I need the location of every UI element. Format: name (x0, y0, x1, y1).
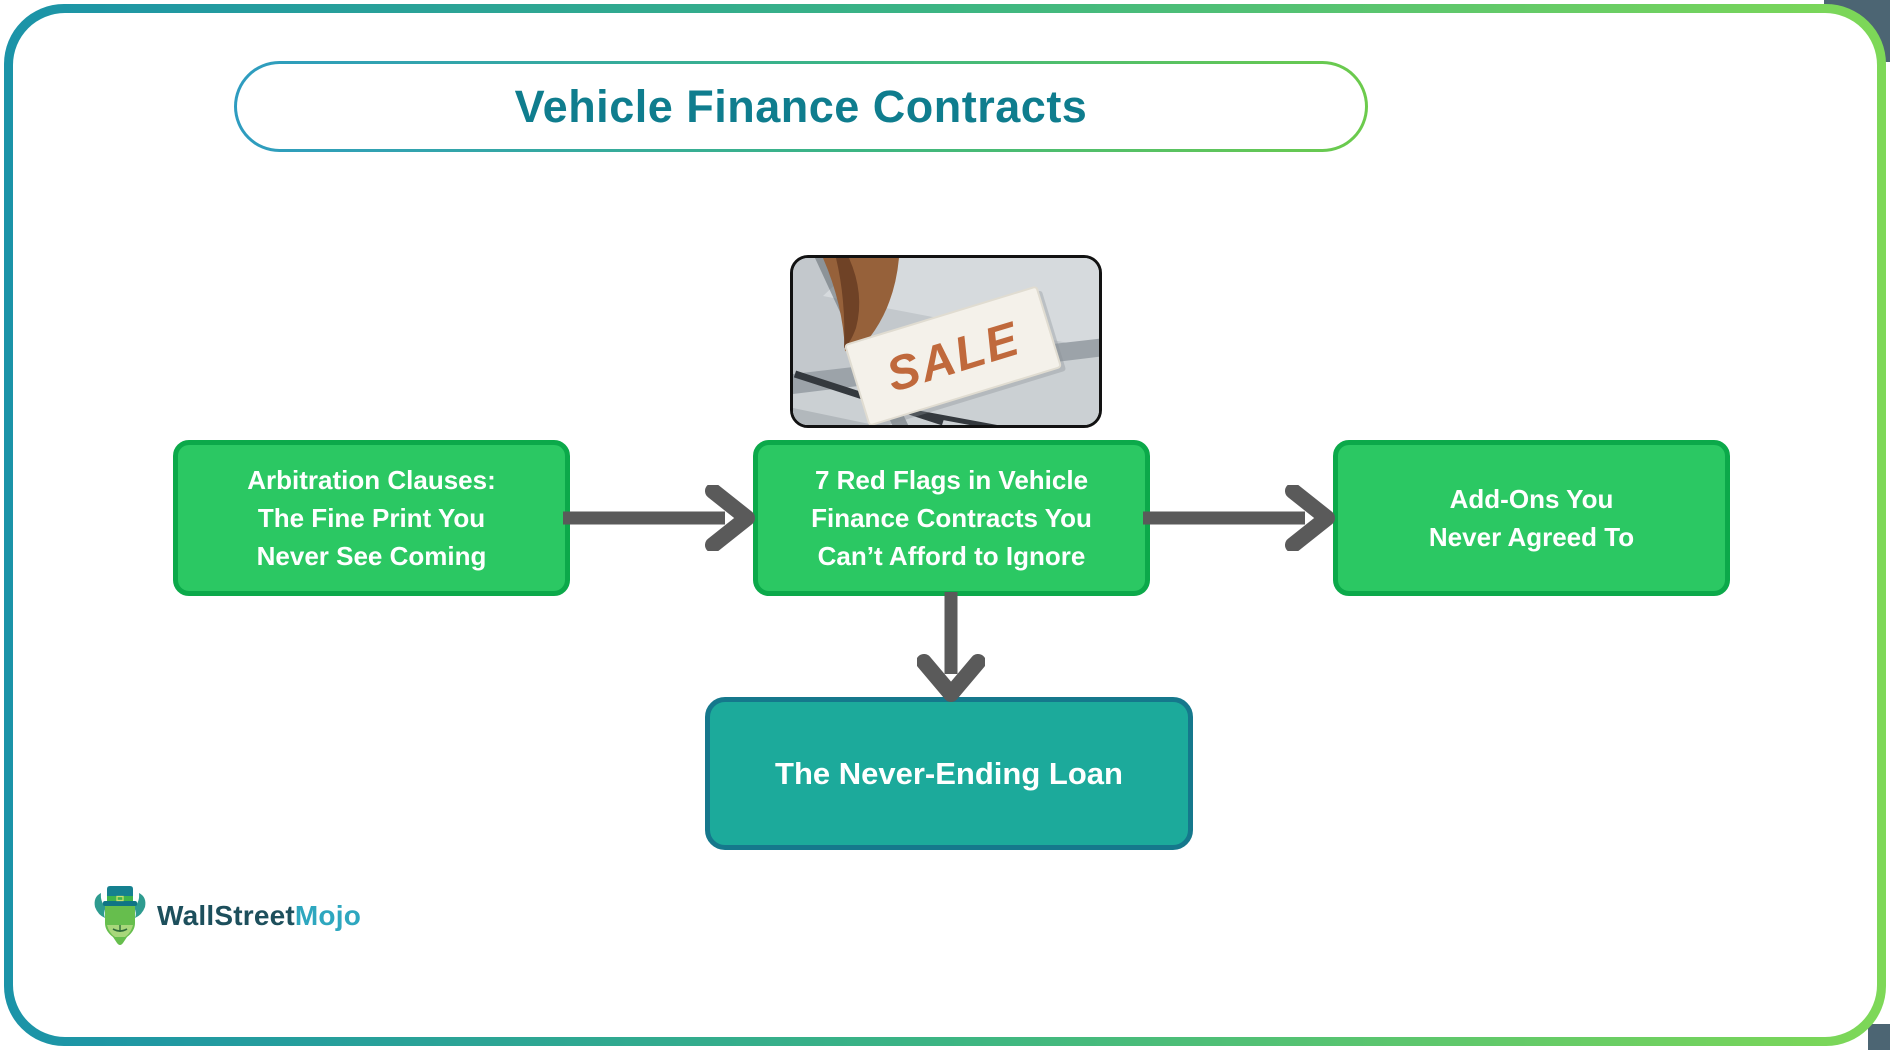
car-sale-photo: SALE (790, 255, 1102, 428)
node-text-line: Arbitration Clauses: (247, 465, 496, 495)
page-title: Vehicle Finance Contracts (514, 80, 1088, 132)
node-never-ending-loan: The Never-Ending Loan (705, 697, 1193, 850)
node-text-line: The Never-Ending Loan (775, 755, 1123, 791)
logo-text-mojo: Mojo (294, 900, 362, 931)
node-text-line: The Fine Print You (257, 503, 486, 533)
node-text-line: Add-Ons You (1449, 484, 1614, 514)
wallstreetmojo-logo: WallStreetMojo (93, 885, 361, 947)
arrow-center-to-bottom-icon (917, 592, 985, 702)
node-text-line: 7 Red Flags in Vehicle (814, 465, 1089, 495)
node-seven-red-flags: 7 Red Flags in Vehicle Finance Contracts… (753, 440, 1150, 596)
node-text-line: Never See Coming (256, 541, 487, 571)
node-add-ons: Add-Ons You Never Agreed To (1333, 440, 1730, 596)
logo-text-wallstreet: WallStreet (157, 900, 295, 931)
car-sale-photo-art: SALE (793, 258, 1099, 425)
bull-icon (94, 886, 146, 945)
sale-card: SALE (844, 286, 1066, 425)
arrow-center-to-right-icon (1143, 485, 1335, 551)
node-arbitration-clauses: Arbitration Clauses: The Fine Print You … (173, 440, 570, 596)
arrow-left-to-center-icon (563, 485, 755, 551)
node-text-line: Never Agreed To (1428, 522, 1635, 552)
outside-corner-bottom-right (1868, 1024, 1890, 1050)
node-text-line: Finance Contracts You (811, 503, 1092, 533)
title-box: Vehicle Finance Contracts (234, 61, 1368, 152)
node-text-line: Can’t Afford to Ignore (817, 541, 1086, 571)
